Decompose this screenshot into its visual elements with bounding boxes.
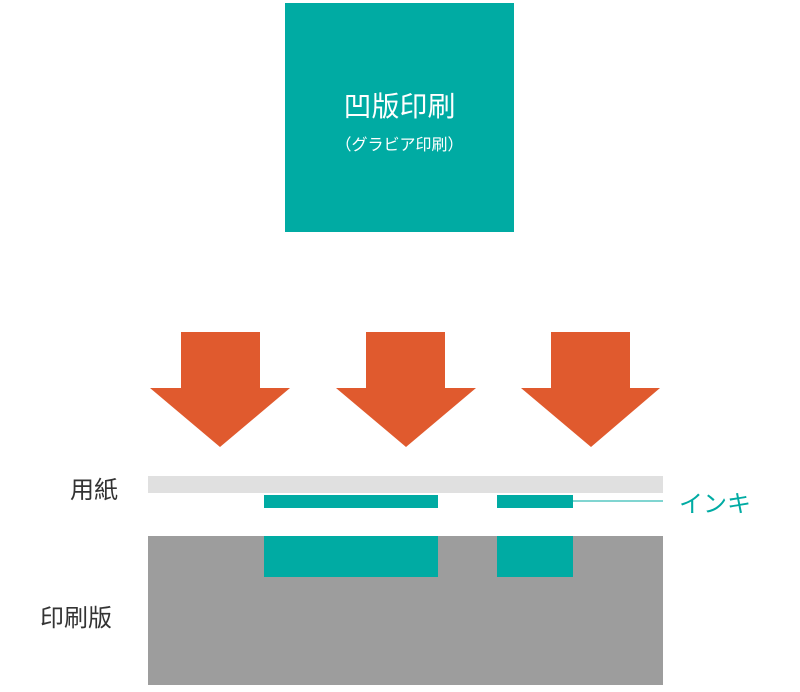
title-subtitle: （グラビア印刷） [335, 135, 464, 154]
pressure-arrow-middle [336, 332, 476, 447]
pressure-arrow-right [521, 332, 660, 447]
pressure-arrow-left [150, 332, 290, 447]
ink-label: インキ [679, 490, 751, 518]
recessed-ink-wide [264, 536, 438, 577]
paper-label: 用紙 [70, 476, 118, 504]
recessed-ink-narrow [497, 536, 573, 577]
transferred-ink-narrow [497, 495, 573, 508]
plate-label: 印刷版 [40, 604, 112, 632]
title-box: 凹版印刷 （グラビア印刷） [285, 3, 514, 232]
title-main: 凹版印刷 [343, 90, 456, 123]
paper-sheet [148, 476, 663, 493]
transferred-ink-wide [264, 495, 438, 508]
